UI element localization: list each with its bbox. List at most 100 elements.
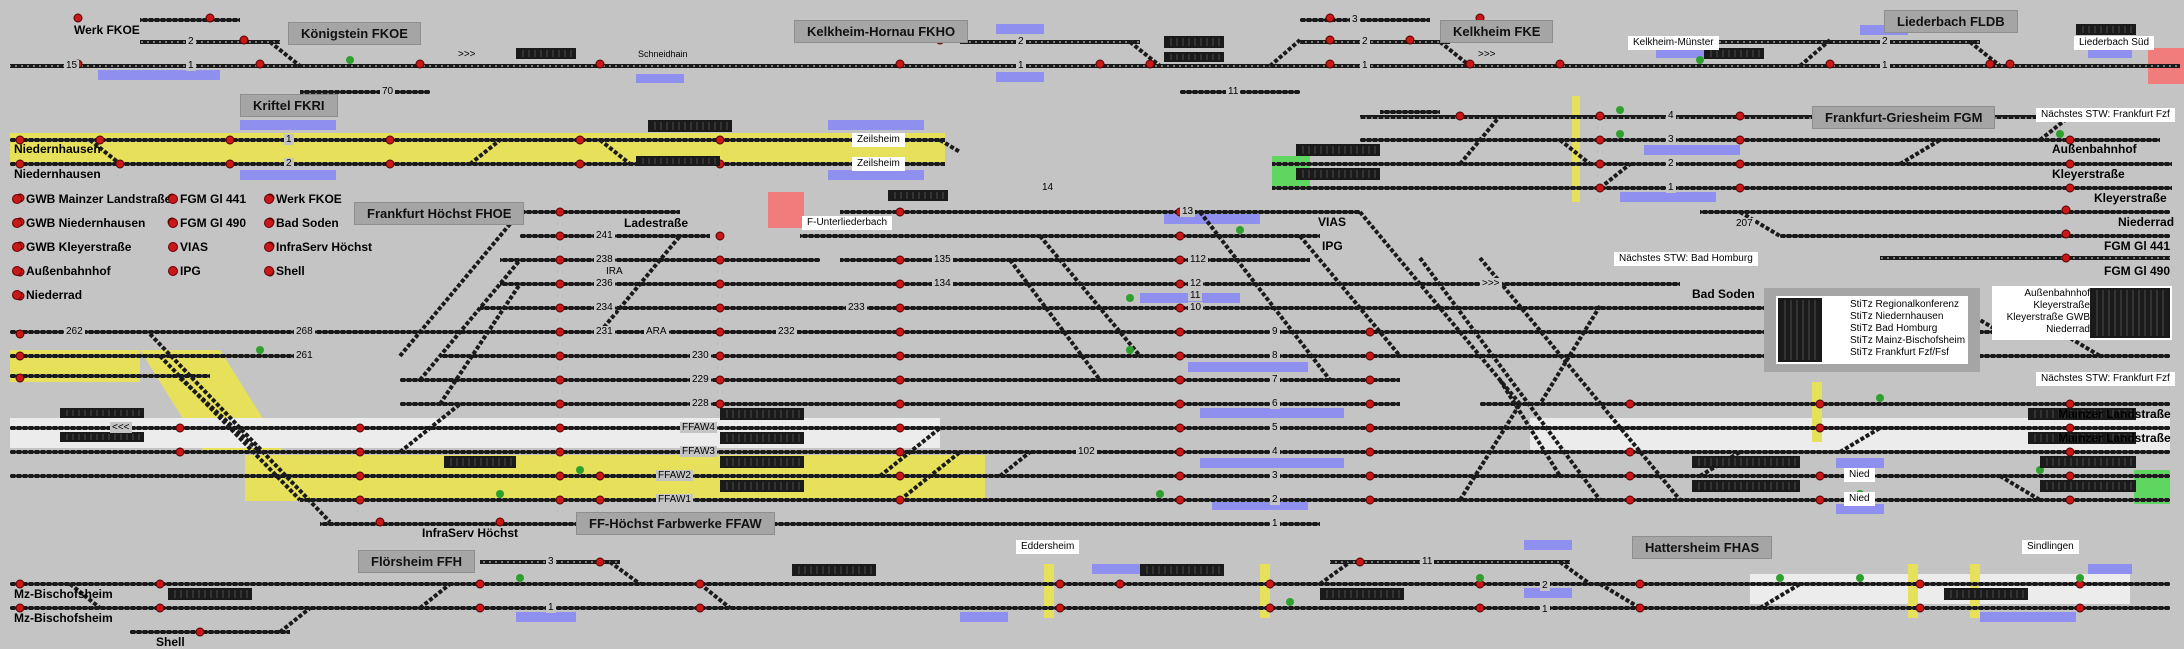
- indicator-icon: [264, 218, 274, 228]
- track-label: 11: [1420, 556, 1435, 567]
- train-number-field[interactable]: [648, 120, 732, 132]
- track-segment: [10, 606, 2170, 610]
- train-number-field[interactable]: [2076, 24, 2136, 35]
- train-number-field[interactable]: [444, 456, 516, 468]
- track-segment: [10, 374, 210, 378]
- route-highlight: [2088, 48, 2132, 58]
- train-number-field[interactable]: [1692, 456, 1800, 468]
- station-kriftel[interactable]: Kriftel FKRI: [240, 94, 338, 117]
- right-panel-indicator[interactable]: [2090, 288, 2170, 338]
- legend-item[interactable]: IPG: [180, 264, 201, 278]
- train-number-field[interactable]: [60, 408, 144, 418]
- station-liederbach[interactable]: Liederbach FLDB: [1884, 10, 2018, 33]
- track-segment: [840, 210, 1360, 214]
- legend-item[interactable]: GWB Mainzer Landstraße: [26, 192, 172, 206]
- label-naechstes-bad-homburg: Nächstes STW: Bad Homburg: [1614, 252, 1758, 266]
- train-number-field[interactable]: [2028, 432, 2136, 444]
- label-fgm-gl490: FGM Gl 490: [2104, 264, 2171, 278]
- route-highlight: [2088, 564, 2132, 574]
- track-segment: [1380, 110, 1440, 114]
- legend-item[interactable]: Shell: [276, 264, 305, 278]
- label-vias: VIAS: [1318, 215, 1347, 229]
- stitz-item[interactable]: StiTz Frankfurt Fzf/Fsf: [1850, 347, 1949, 358]
- station-frankfurt-hoechst[interactable]: Frankfurt Höchst FHOE: [354, 202, 525, 225]
- label-schneidhain: Schneidhain: [638, 49, 688, 59]
- train-number-field[interactable]: [720, 480, 804, 492]
- track-label: FFAW3: [680, 446, 717, 457]
- legend-item[interactable]: InfraServ Höchst: [276, 240, 373, 254]
- train-number-field[interactable]: [2028, 408, 2136, 420]
- train-number-field[interactable]: [2040, 456, 2136, 468]
- station-floersheim[interactable]: Flörsheim FFH: [358, 550, 476, 573]
- route-highlight: [1620, 192, 1716, 202]
- indicator-icon: [168, 242, 178, 252]
- train-number-field[interactable]: [636, 156, 720, 166]
- train-number-field[interactable]: [720, 456, 804, 468]
- label-nied-2: Nied: [1844, 492, 1875, 506]
- track-segment: [480, 306, 1960, 310]
- legend-item[interactable]: VIAS: [180, 240, 209, 254]
- track-label: 8: [1270, 350, 1280, 361]
- track-label: 233: [846, 302, 867, 313]
- station-kelkheim[interactable]: Kelkheim FKE: [1440, 20, 1554, 43]
- train-number-field[interactable]: [1296, 144, 1380, 156]
- train-number-field[interactable]: [1296, 168, 1380, 180]
- route-highlight: [1212, 500, 1308, 510]
- route-highlight: [636, 74, 684, 83]
- train-number-field[interactable]: [888, 190, 948, 201]
- track-segment: [500, 282, 1680, 286]
- station-frankfurt-griesheim[interactable]: Frankfurt-Griesheim FGM: [1812, 106, 1996, 129]
- indicator-icon: [168, 194, 178, 204]
- train-number-field[interactable]: [1320, 588, 1404, 600]
- train-number-field[interactable]: [720, 432, 804, 444]
- legend-item[interactable]: Außenbahnhof: [26, 264, 111, 278]
- station-kelkheim-hornau[interactable]: Kelkheim-Hornau FKHO: [794, 20, 969, 43]
- train-number-field[interactable]: [2040, 480, 2136, 492]
- station-koenigstein[interactable]: Königstein FKOE: [288, 22, 421, 45]
- legend-item[interactable]: Niederrad: [26, 288, 83, 302]
- legend-item[interactable]: Werk FKOE: [276, 192, 342, 206]
- legend-item[interactable]: GWB Kleyerstraße: [26, 240, 132, 254]
- stitz-item[interactable]: StiTz Mainz-Bischofsheim: [1850, 335, 1966, 346]
- track-segment: [1300, 18, 1430, 22]
- marker-yellow: [1572, 96, 1580, 202]
- track-label: >>>: [1476, 49, 1498, 60]
- track-label: 1: [284, 134, 294, 145]
- marker-yellow: [1260, 564, 1270, 618]
- train-number-field[interactable]: [516, 48, 576, 59]
- label-kelkheim-muenster: Kelkheim-Münster: [1628, 36, 1719, 50]
- legend-item[interactable]: FGM Gl 441: [180, 192, 247, 206]
- train-number-field[interactable]: [792, 564, 876, 576]
- train-number-field[interactable]: [60, 432, 144, 442]
- legend-item[interactable]: Bad Soden: [276, 216, 339, 230]
- indicator-icon: [12, 194, 22, 204]
- right-panel-item[interactable]: Außenbahnhof: [2024, 288, 2090, 299]
- train-number-field[interactable]: [1164, 36, 1224, 48]
- train-number-field[interactable]: [1692, 480, 1800, 492]
- train-number-field[interactable]: [1944, 588, 2028, 600]
- right-panel-item[interactable]: Kleyerstraße GWB: [2006, 312, 2090, 323]
- train-number-field[interactable]: [720, 408, 804, 420]
- stitz-indicator[interactable]: [1778, 298, 1822, 362]
- legend-item[interactable]: GWB Niedernhausen: [26, 216, 146, 230]
- route-highlight: [1524, 588, 1572, 598]
- stitz-item[interactable]: StiTz Niedernhausen: [1850, 311, 1944, 322]
- track-label: 207: [1734, 218, 1755, 229]
- right-panel-item[interactable]: Kleyerstraße: [2033, 300, 2090, 311]
- route-highlight: [828, 120, 924, 130]
- train-number-field[interactable]: [1140, 564, 1224, 576]
- train-number-field[interactable]: [168, 588, 252, 600]
- stitz-item[interactable]: StiTz Regionalkonferenz: [1850, 299, 1959, 310]
- stitz-item[interactable]: StiTz Bad Homburg: [1850, 323, 1938, 334]
- label-eddersheim: Eddersheim: [1016, 540, 1080, 554]
- station-ff-hoechst-farbwerke[interactable]: FF-Höchst Farbwerke FFAW: [576, 512, 775, 535]
- legend-item[interactable]: FGM Gl 490: [180, 216, 247, 230]
- right-panel-item[interactable]: Niederrad: [2046, 324, 2090, 335]
- train-number-field[interactable]: [1164, 52, 1224, 62]
- route-highlight: [1836, 458, 1884, 468]
- track-label: >>>: [456, 49, 478, 60]
- indicator-icon: [168, 266, 178, 276]
- marker-yellow: [1044, 564, 1054, 618]
- train-number-field[interactable]: [1704, 48, 1764, 59]
- station-hattersheim[interactable]: Hattersheim FHAS: [1632, 536, 1773, 559]
